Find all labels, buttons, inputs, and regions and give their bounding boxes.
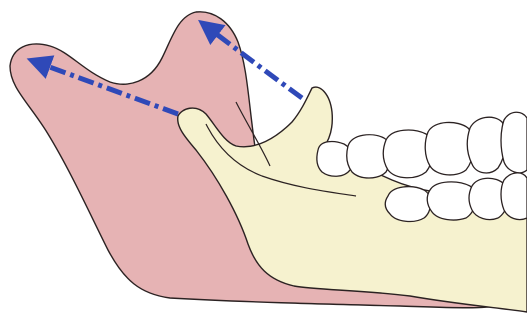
lower-tooth <box>427 182 476 220</box>
upper-teeth-group <box>317 112 527 178</box>
upper-tooth <box>425 122 474 175</box>
lower-tooth <box>501 173 527 220</box>
lower-tooth <box>385 187 431 222</box>
upper-tooth <box>501 112 527 173</box>
